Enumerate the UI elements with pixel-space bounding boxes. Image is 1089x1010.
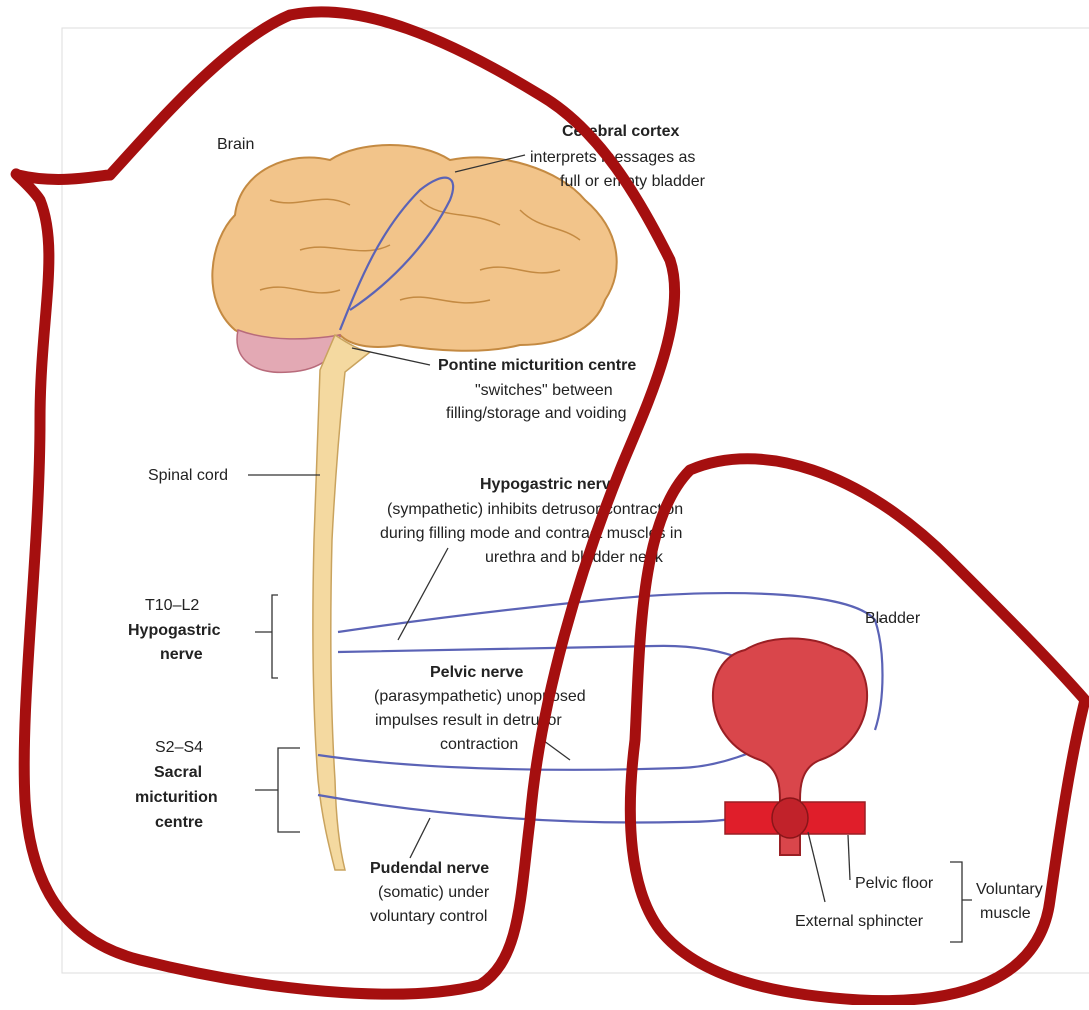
pelvic-title: Pelvic nerve [430, 664, 524, 681]
pudendal-title: Pudendal nerve [370, 860, 489, 877]
brain-label: Brain [217, 136, 254, 153]
hypogastric-text-1: (sympathetic) inhibits detrusor contract… [387, 501, 683, 518]
brain-illustration [212, 145, 616, 372]
hypogastric-title: Hypogastric nerve [480, 476, 620, 493]
pontine-text-2: filling/storage and voiding [446, 405, 627, 422]
voluntary-label-1: Voluntary [976, 881, 1043, 898]
pelvic-text-2: impulses result in detrusor [375, 712, 562, 729]
s2-name-3: centre [155, 814, 203, 831]
external-sphincter-label: External sphincter [795, 913, 924, 930]
pelvic-text-3: contraction [440, 736, 518, 753]
t10-name-1: Hypogastric [128, 622, 221, 639]
t10-label: T10–L2 [145, 597, 199, 614]
t10-name-2: nerve [160, 646, 203, 663]
hypogastric-text-3: urethra and bladder neck [485, 549, 664, 566]
s2-label: S2–S4 [155, 739, 203, 756]
pontine-text-1: "switches" between [475, 382, 613, 399]
s2-name-2: micturition [135, 789, 218, 806]
spinal-cord-label: Spinal cord [148, 467, 228, 484]
pelvic-floor-label: Pelvic floor [855, 875, 934, 892]
hypogastric-text-2: during filling mode and contract muscles… [380, 525, 682, 542]
pontine-title: Pontine micturition centre [438, 357, 636, 374]
s2-name-1: Sacral [154, 764, 202, 781]
bladder-label: Bladder [865, 610, 921, 627]
pudendal-text-2: voluntary control [370, 908, 487, 925]
external-sphincter-shape [772, 798, 808, 838]
bladder-illustration [713, 638, 867, 855]
pudendal-text-1: (somatic) under [378, 884, 490, 901]
voluntary-label-2: muscle [980, 905, 1031, 922]
